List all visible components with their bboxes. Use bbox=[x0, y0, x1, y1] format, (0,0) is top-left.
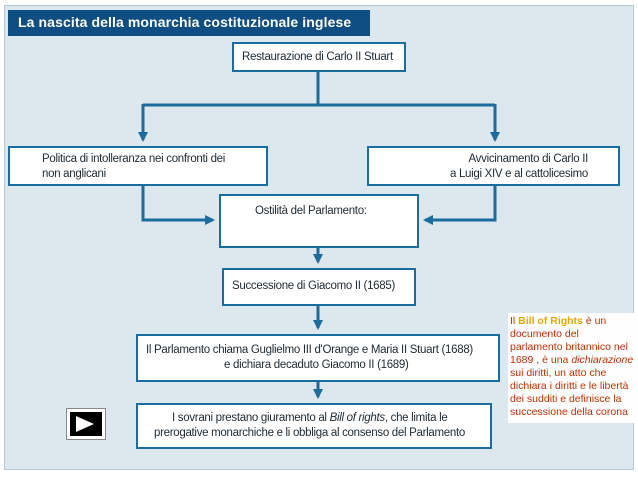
arrow-restaurazione-split bbox=[143, 70, 495, 107]
note-text1: è un documento del parlamento britannico… bbox=[510, 315, 628, 366]
note-intro: Il bbox=[510, 315, 519, 327]
play-triangle bbox=[76, 416, 94, 432]
node-sovrani-line1: I sovrani prestano giuramento al Bill of… bbox=[172, 411, 448, 426]
note-text2: sui diritti, un atto che dichiara i diri… bbox=[510, 367, 629, 418]
node-avvicinamento: Avvicinamento di Carlo II a Luigi XIV e … bbox=[367, 146, 620, 186]
play-next-icon bbox=[70, 412, 102, 436]
arrow-politica-to-ostilita bbox=[141, 185, 215, 225]
node-successione-label: Successione di Giacomo II (1685) bbox=[232, 280, 395, 292]
node-sovrani-line1-a: I sovrani prestano giuramento al bbox=[172, 412, 330, 424]
node-parlamento-line1: Il Parlamento chiama Guglielmo III d'Ora… bbox=[146, 344, 473, 356]
diagram-title: La nascita della monarchia costituzional… bbox=[18, 14, 352, 30]
note-italic: dichiarazione bbox=[571, 354, 634, 366]
node-ostilita-label: Ostilità del Parlamento: bbox=[255, 205, 367, 217]
node-successione: Successione di Giacomo II (1685) bbox=[222, 268, 416, 306]
bill-of-rights-note: Il Bill of Rights è un documento del par… bbox=[508, 313, 634, 423]
note-highlight: Bill of Rights bbox=[518, 315, 583, 327]
node-sovrani-line2: prerogative monarchiche e li obbliga al … bbox=[154, 427, 465, 439]
node-ostilita: Ostilità del Parlamento: bbox=[219, 194, 419, 248]
next-slide-button[interactable] bbox=[66, 408, 106, 440]
node-restaurazione: Restaurazione di Carlo II Stuart bbox=[232, 42, 406, 72]
node-restaurazione-label: Restaurazione di Carlo II Stuart bbox=[242, 51, 393, 63]
node-politica: Politica di intolleranza nei confronti d… bbox=[8, 146, 268, 186]
node-parlamento-line2: e dichiara decaduto Giacomo II (1689) bbox=[224, 359, 409, 371]
node-politica-label: Politica di intolleranza nei confronti d… bbox=[42, 153, 226, 180]
node-avvicinamento-label: Avvicinamento di Carlo II a Luigi XIV e … bbox=[449, 153, 588, 180]
arrow-avvicinamento-to-ostilita bbox=[423, 185, 497, 225]
node-sovrani-bill: Bill of rights bbox=[329, 412, 386, 424]
node-sovrani-line1-b: , che limita le bbox=[384, 412, 448, 424]
node-sovrani: I sovrani prestano giuramento al Bill of… bbox=[136, 403, 492, 449]
title-bar: La nascita della monarchia costituzional… bbox=[8, 10, 370, 36]
node-parlamento: Il Parlamento chiama Guglielmo III d'Ora… bbox=[136, 334, 500, 382]
